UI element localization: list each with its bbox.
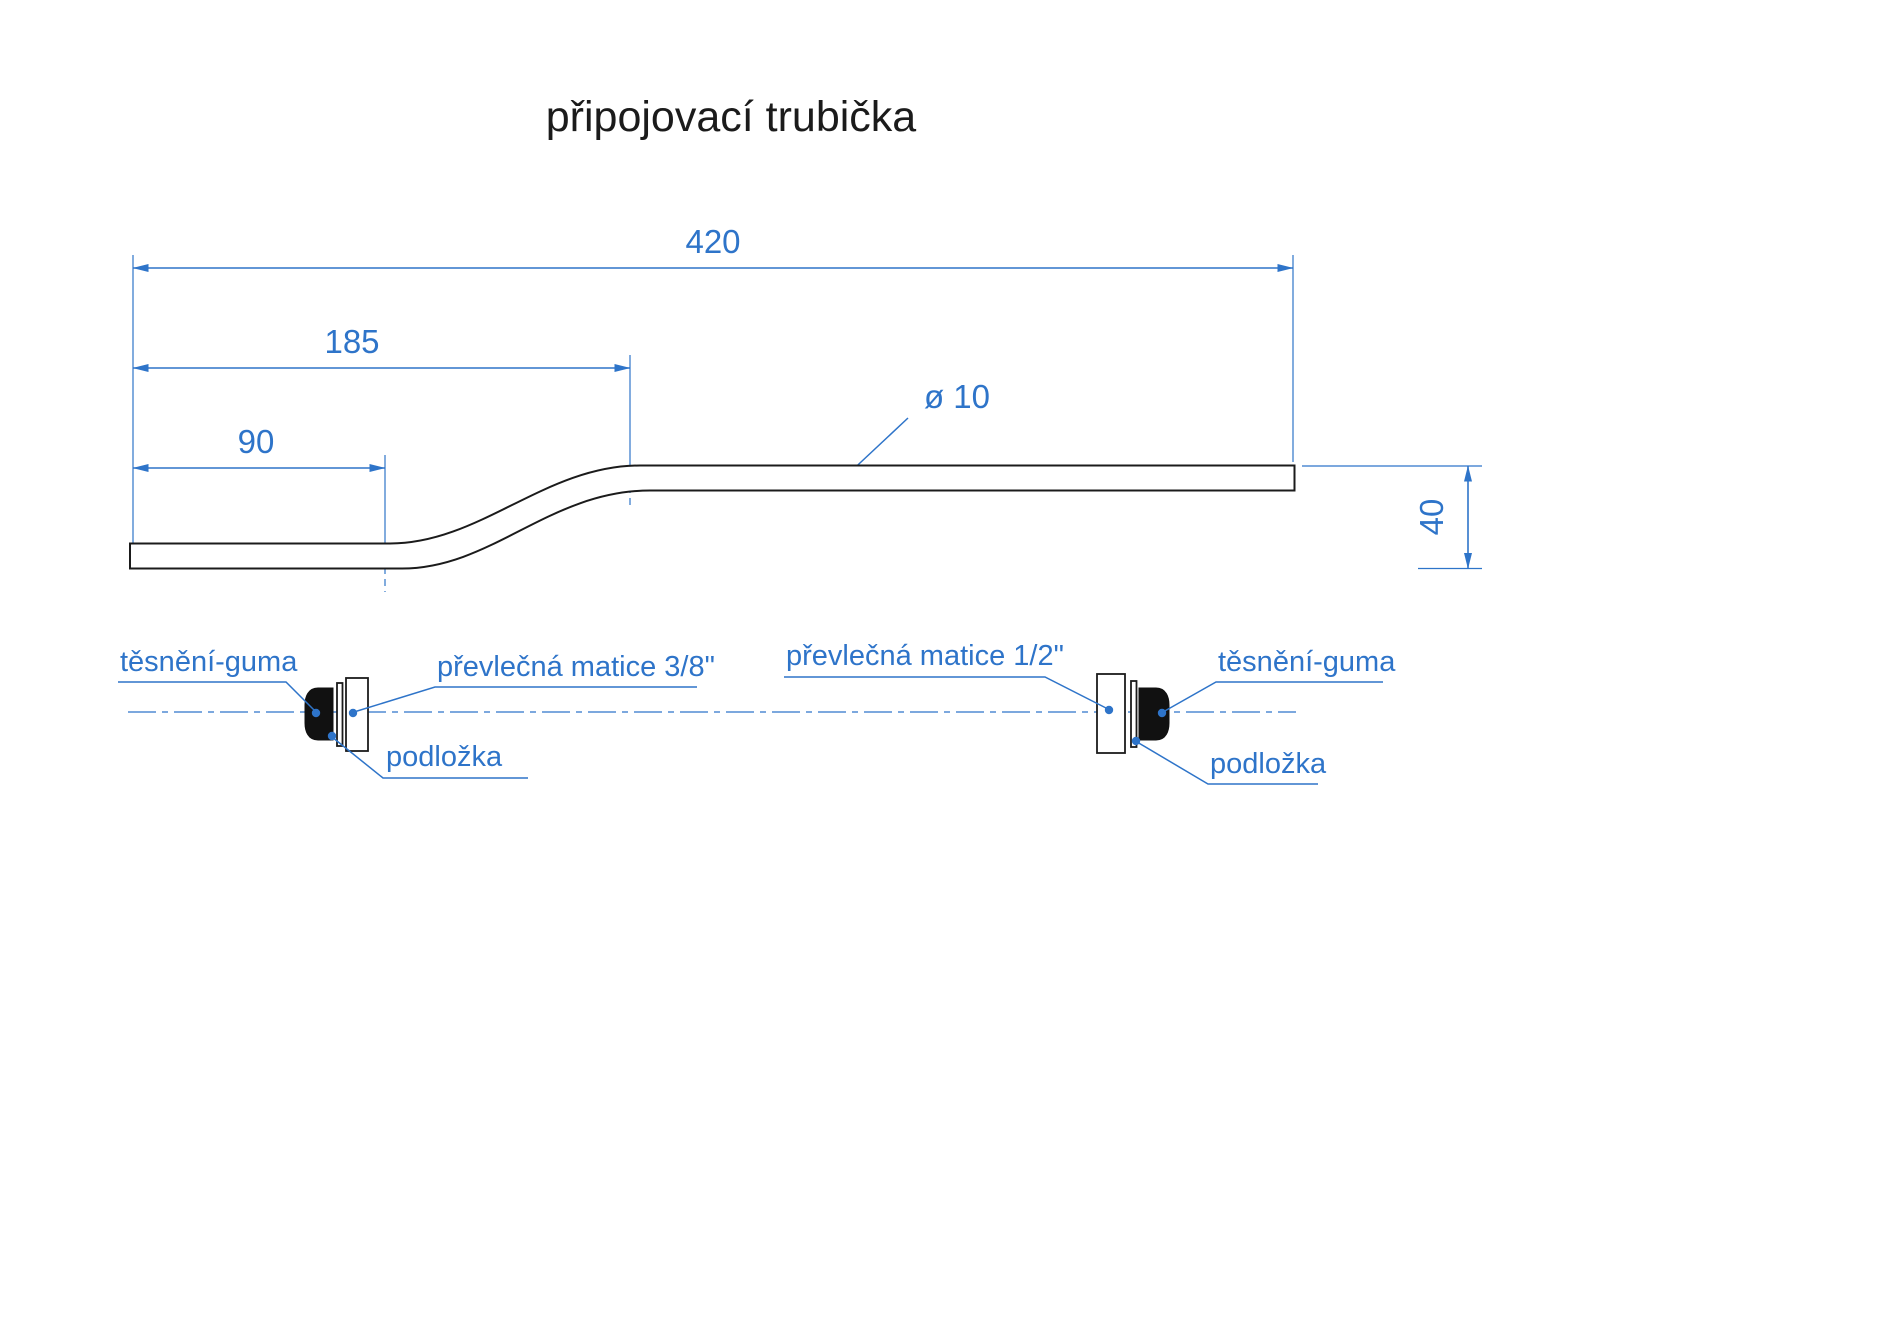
label-washer-right: podložka: [1136, 741, 1327, 785]
dimension-value-420: 420: [685, 223, 740, 260]
union-nut-left: [345, 677, 369, 752]
right-fitting: [1096, 673, 1170, 754]
extension-lines: [132, 255, 1482, 592]
label-union-nut-small: převlečná matice 3/8": [353, 651, 715, 713]
union-nut-small-label: převlečná matice 3/8": [437, 651, 715, 683]
nut-left-leader-dot: [348, 708, 358, 718]
union-nut-large-label: převlečná matice 1/2": [786, 640, 1064, 672]
dimension-value-diameter: ø 10: [924, 378, 990, 415]
drawing-title: připojovací trubička: [546, 93, 917, 141]
label-washer-left: podložka: [331, 736, 528, 779]
dimension-value-40: 40: [1413, 499, 1450, 536]
washer-right-label: podložka: [1210, 748, 1327, 780]
washer-left-leader: [331, 736, 528, 779]
washer-left-label: podložka: [386, 741, 503, 773]
seal-right-leader: [1162, 681, 1383, 713]
dimension-40: 40: [1413, 465, 1472, 569]
tube-outline: [129, 464, 1296, 570]
seal-right-label: těsnění-guma: [1218, 646, 1396, 678]
seal-left-leader: [118, 681, 317, 713]
label-union-nut-large: převlečná matice 1/2": [784, 640, 1109, 710]
union-nut-large-leader: [784, 676, 1109, 710]
dimension-185: 185: [132, 323, 631, 372]
label-seal-right: těsnění-guma: [1162, 646, 1396, 713]
dimension-90: 90: [132, 423, 386, 472]
union-nut-small-leader: [353, 686, 697, 713]
washer-right: [1130, 680, 1138, 748]
washer-left: [336, 682, 344, 747]
washer-right-leader: [1136, 741, 1318, 785]
left-fitting: [304, 677, 369, 752]
nut-right-leader-dot: [1104, 705, 1114, 715]
dimension-420: 420: [132, 223, 1294, 272]
dimension-value-185: 185: [324, 323, 379, 360]
seal-left-label: těsnění-guma: [120, 646, 298, 678]
rubber-seal-right: [1138, 687, 1170, 741]
label-seal-left: těsnění-guma: [118, 646, 317, 713]
dimension-value-90: 90: [238, 423, 275, 460]
